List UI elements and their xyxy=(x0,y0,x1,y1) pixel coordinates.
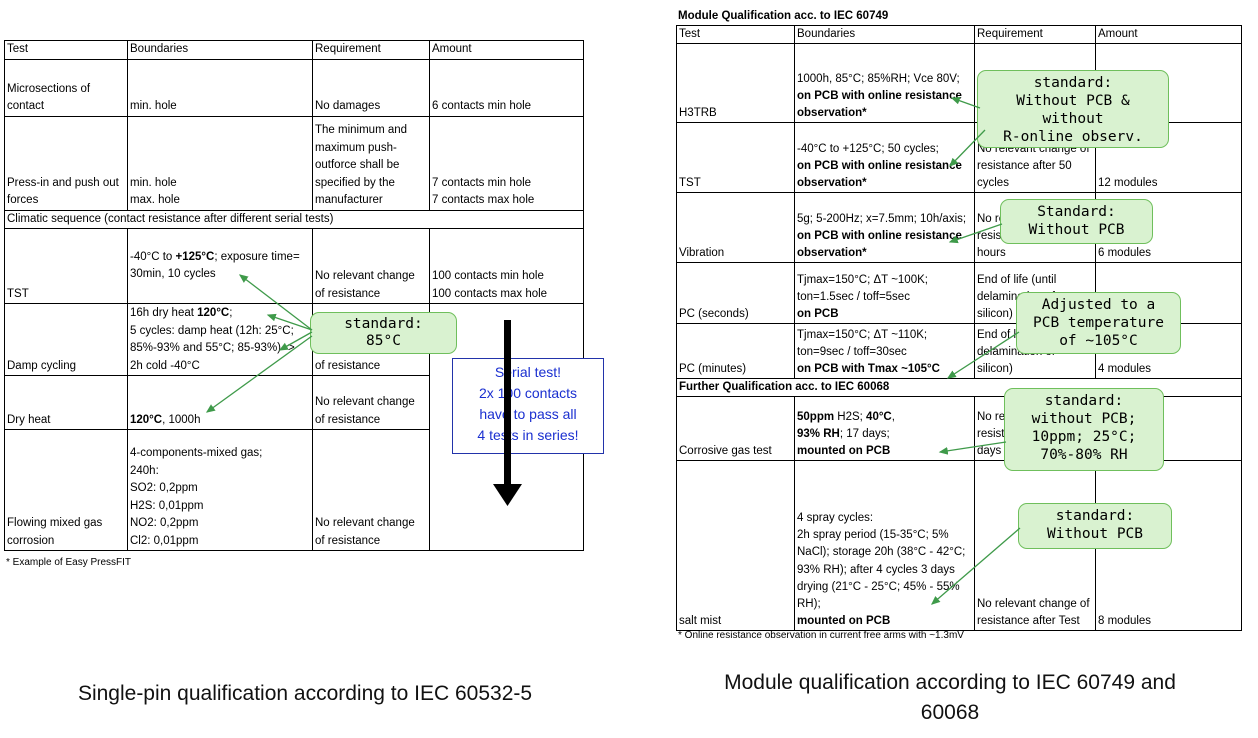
boundary-text: 5g; 5-200Hz; x=7.5mm; 10h/axis; xyxy=(797,212,967,225)
cell-boundaries: -40°C to +125°C; exposure time= 30min, 1… xyxy=(127,228,313,304)
cell-boundaries: min. hole xyxy=(127,58,313,117)
table-row-microsections: Microsections of contact min. hole No da… xyxy=(4,58,584,117)
callout-h3trb-standard: standard: Without PCB & without R-online… xyxy=(977,70,1169,148)
callout-pc-adjusted: Adjusted to a PCB temperature of ~105°C xyxy=(1016,292,1181,354)
column-header-test: Test xyxy=(676,24,795,45)
caption-single-pin: Single-pin qualification according to IE… xyxy=(77,682,533,705)
boundary-bold: on PCB xyxy=(797,308,839,320)
boundary-text: , 1000h xyxy=(162,413,201,426)
cell-boundaries: 50ppm H2S; 40°C, 93% RH; 17 days; mounte… xyxy=(794,396,975,462)
table-row-tst: TST -40°C to +125°C; 50 cycles; on PCB w… xyxy=(676,122,1242,194)
cell-test: Corrosive gas test xyxy=(676,396,795,462)
single-pin-qualification-table: Test Boundaries Requirement Amount Micro… xyxy=(4,40,584,551)
cell-amount: 6 contacts min hole xyxy=(429,58,584,117)
boundary-text: 16h dry heat xyxy=(130,307,198,319)
cell-requirement: No relevant change of resistance xyxy=(312,375,430,430)
boundary-bold: 40°C xyxy=(866,410,892,423)
cell-test: Damp cycling xyxy=(4,303,128,376)
boundary-bold: mounted on PCB xyxy=(797,615,891,628)
cell-boundaries: 120°C, 1000h xyxy=(127,375,313,430)
boundary-bold: 50ppm xyxy=(797,410,835,423)
cell-boundaries: 4-components-mixed gas; 240h: SO2: 0,2pp… xyxy=(127,429,313,551)
boundary-text: ; 5 cycles: damp heat (12h: 25°C; 85%-93… xyxy=(130,307,295,372)
callout-salt-standard: standard: Without PCB xyxy=(1018,503,1172,549)
boundary-text: ; exposure time= 30min, 10 cycles xyxy=(130,250,300,281)
boundary-bold: 120°C xyxy=(130,413,163,426)
boundary-text: -40°C to +125°C; 50 cycles; xyxy=(797,142,939,155)
table-row-press-in: Press-in and push out forces min. hole m… xyxy=(4,115,584,211)
callout-standard-85c: standard: 85°C xyxy=(310,312,457,354)
cell-test: PC (minutes) xyxy=(676,323,795,380)
boundary-text: -40°C to xyxy=(130,250,176,263)
section-heading: Climatic sequence (contact resistance af… xyxy=(4,209,584,229)
callout-corrosive-standard: standard: without PCB; 10ppm; 25°C; 70%-… xyxy=(1004,388,1164,471)
column-header-test: Test xyxy=(4,40,128,60)
cell-boundaries: Tjmax=150°C; ΔT ~100K; ton=1.5sec / toff… xyxy=(794,262,975,325)
caption-module-qualification: Module qualification according to IEC 60… xyxy=(724,671,1176,724)
cell-boundaries: 1000h, 85°C; 85%RH; Vce 80V; on PCB with… xyxy=(794,43,975,124)
cell-boundaries: min. hole max. hole xyxy=(127,115,313,211)
column-header-amount: Amount xyxy=(429,40,584,60)
boundary-bold: 93% RH xyxy=(797,428,840,440)
boundary-text: H2S; xyxy=(834,410,867,423)
table-row-flowing-gas: Flowing mixed gas corrosion 4-components… xyxy=(4,429,584,551)
boundary-text: Tjmax=150°C; ΔT ~100K; ton=1.5sec / toff… xyxy=(797,273,928,303)
boundary-bold: on PCB with Tmax ~105°C xyxy=(797,363,940,375)
table-row-tst: TST -40°C to +125°C; exposure time= 30mi… xyxy=(4,228,584,304)
boundary-text: Tjmax=150°C; ΔT ~110K; ton=9sec / toff=3… xyxy=(797,328,928,358)
cell-test: Vibration xyxy=(676,192,795,264)
column-header-boundaries: Boundaries xyxy=(127,40,313,60)
table-header-row: Test Boundaries Requirement Amount xyxy=(676,24,1242,45)
table-row-vibration: Vibration 5g; 5-200Hz; x=7.5mm; 10h/axis… xyxy=(676,192,1242,264)
cell-test: TST xyxy=(676,122,795,194)
table-row-climatic-sequence: Climatic sequence (contact resistance af… xyxy=(4,209,584,229)
serial-test-note: Serial test! 2x 100 contacts have to pas… xyxy=(452,358,604,454)
cell-test: Press-in and push out forces xyxy=(4,115,128,211)
cell-test: salt mist xyxy=(676,460,795,632)
boundary-bold: on PCB with online resistance observatio… xyxy=(797,159,962,189)
table-header-row: Test Boundaries Requirement Amount xyxy=(4,40,584,60)
cell-test: TST xyxy=(4,228,128,304)
column-header-boundaries: Boundaries xyxy=(794,24,975,45)
footnote-right: * Online resistance observation in curre… xyxy=(678,630,964,641)
column-header-amount: Amount xyxy=(1095,24,1242,45)
boundary-bold: 120°C xyxy=(197,307,230,319)
boundary-text: ; 17 days; xyxy=(839,428,890,440)
callout-vibration-standard: Standard: Without PCB xyxy=(1000,199,1153,244)
boundary-text: , xyxy=(891,410,895,423)
cell-test: Flowing mixed gas corrosion xyxy=(4,429,128,551)
cell-boundaries: 4 spray cycles: 2h spray period (15-35°C… xyxy=(794,460,975,632)
cell-boundaries: Tjmax=150°C; ΔT ~110K; ton=9sec / toff=3… xyxy=(794,323,975,380)
cell-boundaries: 16h dry heat 120°C; 5 cycles: damp heat … xyxy=(127,303,313,376)
cell-amount: 100 contacts min hole 100 contacts max h… xyxy=(429,228,584,304)
cell-boundaries: -40°C to +125°C; 50 cycles; on PCB with … xyxy=(794,122,975,194)
boundary-bold: on PCB with online resistance observatio… xyxy=(797,229,962,259)
cell-boundaries: 5g; 5-200Hz; x=7.5mm; 10h/axis; on PCB w… xyxy=(794,192,975,264)
cell-test: H3TRB xyxy=(676,43,795,124)
cell-requirement: No relevant change of resistance xyxy=(312,228,430,304)
cell-test: Microsections of contact xyxy=(4,58,128,117)
cell-test: PC (seconds) xyxy=(676,262,795,325)
boundary-bold: +125°C xyxy=(175,250,215,263)
cell-requirement: The minimum and maximum push-outforce sh… xyxy=(312,115,430,211)
module-qualification-title: Module Qualification acc. to IEC 60749 xyxy=(678,10,889,22)
boundary-bold: on PCB with online resistance observatio… xyxy=(797,89,962,119)
boundary-text: 4 spray cycles: 2h spray period (15-35°C… xyxy=(797,511,966,610)
footnote-left: * Example of Easy PressFIT xyxy=(6,557,132,568)
cell-test: Dry heat xyxy=(4,375,128,430)
column-header-requirement: Requirement xyxy=(312,40,430,60)
cell-amount: 7 contacts min hole 7 contacts max hole xyxy=(429,115,584,211)
column-header-requirement: Requirement xyxy=(974,24,1096,45)
boundary-text: 1000h, 85°C; 85%RH; Vce 80V; xyxy=(797,72,960,85)
boundary-bold: mounted on PCB xyxy=(797,445,891,458)
cell-requirement: No damages xyxy=(312,58,430,117)
cell-requirement: No relevant change of resistance xyxy=(312,429,430,551)
